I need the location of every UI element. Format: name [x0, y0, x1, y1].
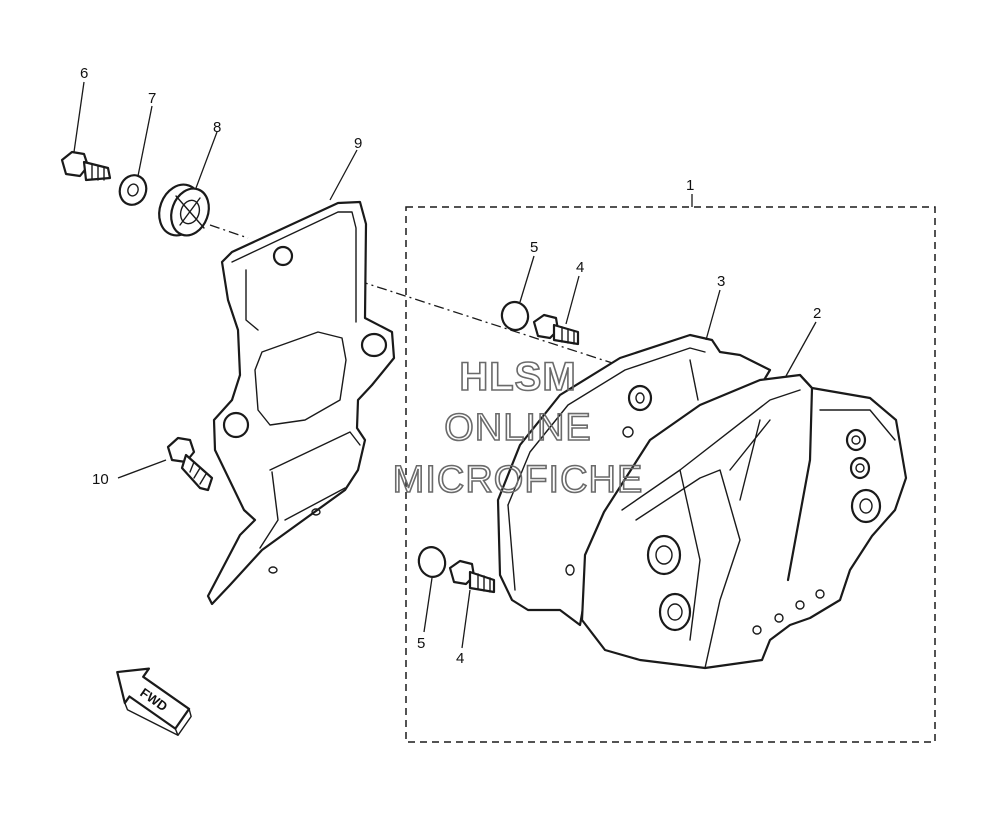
cap-part-5-lower	[417, 546, 447, 578]
washer-part-7	[118, 174, 148, 206]
screw-part-4-upper	[532, 313, 580, 346]
callout-3: 3	[717, 273, 725, 290]
cap-part-5-upper	[500, 300, 530, 332]
callout-8: 8	[213, 119, 221, 136]
callout-1: 1	[686, 177, 694, 194]
watermark: HLSM ONLINE MICROFICHE	[392, 354, 644, 502]
forward-direction-arrow: FWD	[116, 667, 192, 737]
watermark-line-3: MICROFICHE	[393, 459, 644, 501]
assembly-line-screw	[209, 224, 249, 239]
screw-part-6	[60, 150, 112, 182]
callout-2: 2	[813, 305, 821, 322]
watermark-line-2: ONLINE	[444, 407, 591, 449]
leader-lines	[73, 81, 817, 649]
watermark-line-1: HLSM	[459, 355, 576, 399]
callout-labels: 1 2 3 4 5 6 7 8 9 10 5 4	[80, 65, 821, 667]
callout-5-lower: 5	[417, 635, 425, 652]
assembly-boundary-box	[405, 206, 936, 743]
grommet-part-8	[158, 183, 210, 237]
callout-10: 10	[92, 471, 109, 488]
callout-5-upper: 5	[530, 239, 538, 256]
callout-7: 7	[148, 90, 156, 107]
callout-4-lower: 4	[456, 650, 464, 667]
screw-part-4-lower	[448, 559, 496, 594]
bracket-part-9	[206, 200, 396, 606]
callout-9: 9	[354, 135, 362, 152]
bolt-part-10	[166, 436, 214, 492]
callout-4-upper: 4	[576, 259, 584, 276]
cover-part-2	[580, 373, 908, 670]
callout-6: 6	[80, 65, 88, 82]
